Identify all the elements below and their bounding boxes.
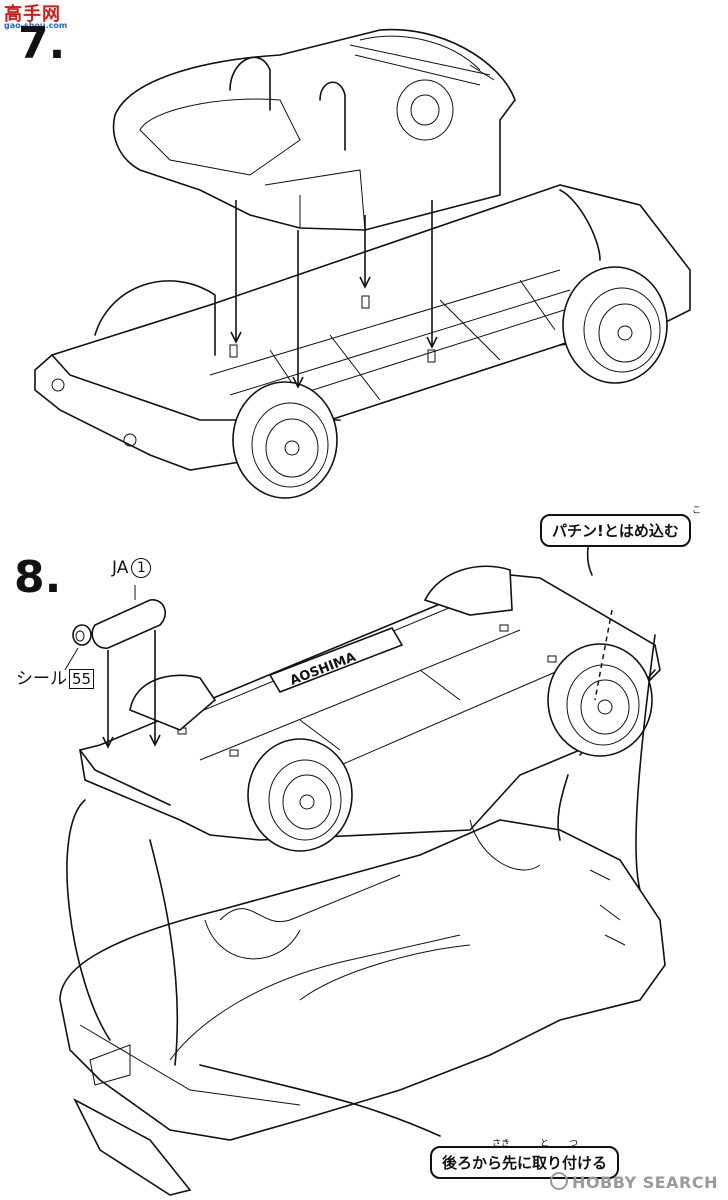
ruby-to: と [540, 1139, 550, 1149]
watermark-icon [550, 1172, 569, 1190]
seal-text: シール [16, 669, 67, 689]
callout-snap-in-ruby: こ [692, 506, 702, 516]
ruby-tsu: つ [569, 1139, 579, 1149]
interior-tub-7 [112, 28, 516, 231]
logo-url: gao-shou.com [4, 21, 68, 30]
wheel-8-rear-right [547, 643, 653, 757]
step-7-number: 7. [18, 18, 66, 69]
callout-attach-rear-first-text: 後ろから先に取り付ける [442, 1154, 608, 1172]
site-logo: 高手网 gao-shou.com [4, 2, 82, 32]
step-8-number: 8. [14, 552, 62, 603]
footer-watermark: HOBBY SEARCH [550, 1172, 718, 1192]
callout-attach-rear-first: 後ろから先に取り付ける [430, 1146, 620, 1179]
step-7-illustration [34, 28, 691, 499]
step-8-illustration: AOSHIMA [59, 539, 666, 1196]
fit-guide-lines [66, 634, 656, 1137]
watermark-text: HOBBY SEARCH [572, 1173, 718, 1192]
part-code: JA [112, 558, 129, 578]
wheel-8-back-left [129, 565, 513, 731]
part-number: 1 [131, 558, 152, 578]
seal-leader [64, 647, 79, 671]
body-shell-8 [59, 819, 666, 1196]
callout-snap-in-text: パチン!とはめ込む [552, 522, 679, 540]
wheel-8-front-left [247, 738, 353, 852]
rear-wheel-7 [562, 266, 668, 384]
logo-text: 高手网 [4, 4, 61, 25]
dashed-guide [594, 609, 613, 701]
assembly-arrows-7 [230, 200, 438, 389]
seal-number: 55 [69, 669, 95, 689]
callout-snap-in: パチン!とはめ込む [540, 514, 691, 547]
ruby-saki: さき [492, 1139, 511, 1149]
front-wheel-7 [232, 381, 338, 499]
muffler-part [72, 599, 166, 649]
